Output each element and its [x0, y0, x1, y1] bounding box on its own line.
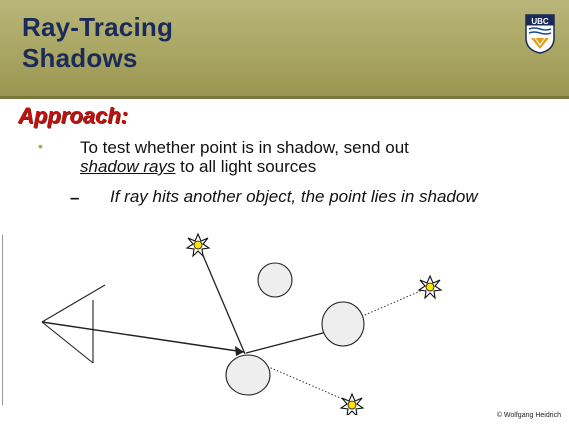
sphere-icon — [257, 262, 293, 298]
title-bar: Ray-Tracing Shadows UBC — [0, 0, 569, 96]
left-border-line — [2, 235, 3, 405]
copyright-footer: © Wolfgang Heidrich — [496, 412, 561, 419]
bullet-2-text: If ray hits another object, the point li… — [110, 187, 478, 206]
shadow-rays-term: shadow rays — [80, 157, 176, 176]
ubc-crest-icon: UBC — [525, 14, 555, 54]
sphere-icon — [321, 301, 365, 347]
shadow-ray-to-top-light — [198, 245, 246, 355]
primary-ray — [41, 321, 245, 356]
dash-icon: – — [70, 188, 80, 207]
title-line-1: Ray-Tracing — [22, 12, 174, 42]
approach-heading: Approach: — [18, 103, 128, 128]
light-source-icon — [418, 275, 442, 299]
eye-icon — [41, 284, 106, 364]
bullet-icon: • — [38, 138, 43, 154]
light-source-icon — [186, 233, 210, 257]
sphere-icon — [225, 354, 271, 396]
bullet-1-part-1: To test whether point is in shadow, send… — [80, 138, 409, 157]
title-line-2: Shadows — [22, 43, 138, 73]
shadow-ray-diagram — [41, 233, 442, 415]
divider-line — [0, 96, 569, 99]
shadow-ray-to-right-light — [245, 285, 433, 354]
bullet-1-text: To test whether point is in shadow, send… — [80, 138, 550, 176]
shadow-ray-to-bottom-light — [263, 364, 353, 404]
slide-title: Ray-Tracing Shadows — [22, 12, 462, 74]
light-source-icon — [340, 393, 364, 415]
logo-text: UBC — [531, 17, 549, 26]
bullet-1-part-2: to all light sources — [175, 157, 317, 176]
